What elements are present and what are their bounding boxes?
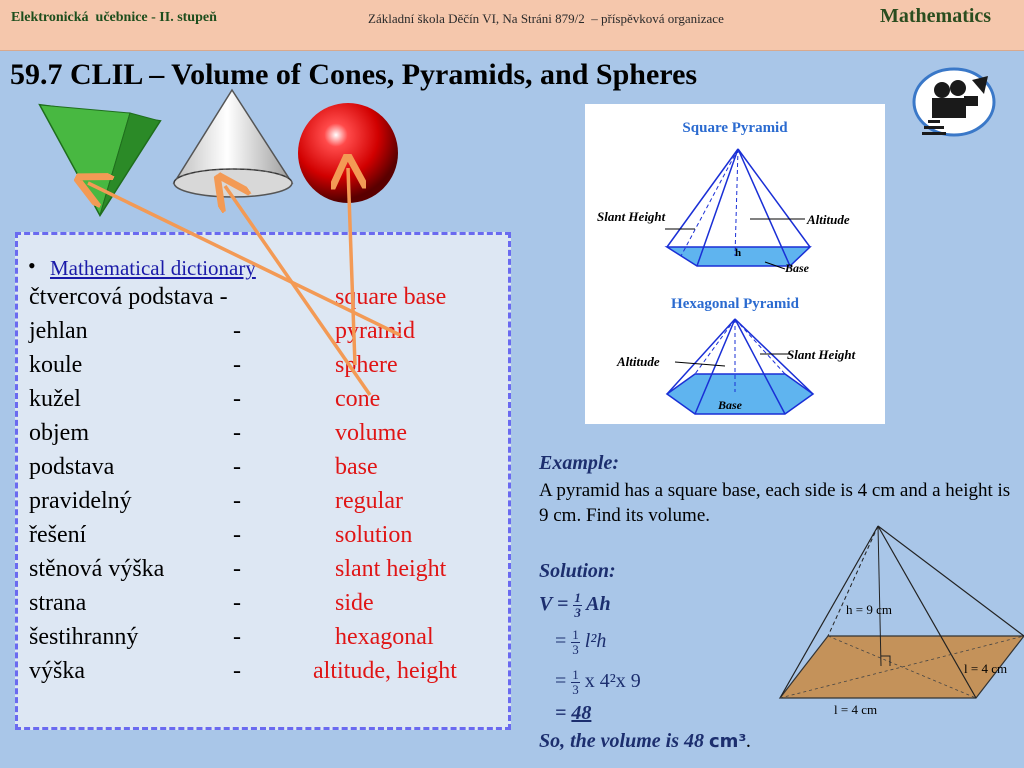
- eq-sign: =: [555, 670, 567, 693]
- dict-term-base: podstava: [29, 454, 115, 480]
- dict-term-slant-height: stěnová výška: [29, 556, 165, 582]
- hex-slant-height-label: Slant Height: [787, 347, 856, 362]
- dict-dash: -: [233, 420, 241, 446]
- dict-term-square-base: čtvercová podstava -: [29, 284, 228, 310]
- formula-lhs: V =: [539, 593, 569, 616]
- dict-translation-side: side: [335, 590, 374, 616]
- header-textbook-label: Elektronická učebnice - II. stupeň: [11, 10, 217, 25]
- dict-translation-slant-height: slant height: [335, 556, 447, 582]
- dict-translation-regular: regular: [335, 488, 403, 514]
- mathematical-dictionary-link[interactable]: Mathematical dictionary: [50, 256, 256, 280]
- dict-term-sphere: koule: [29, 352, 83, 378]
- dict-translation-volume: volume: [335, 420, 407, 446]
- formula-rhs-numeric: x 4²x 9: [584, 670, 641, 693]
- green-tetrahedron-icon: [38, 103, 162, 217]
- dict-term-regular: pravidelný: [29, 488, 132, 514]
- dict-term-hexagonal: šestihranný: [29, 624, 139, 650]
- dict-term-altitude: výška: [29, 658, 85, 684]
- result-value: 48: [571, 702, 592, 724]
- dictionary-bullet: •: [28, 253, 36, 278]
- header-subject-label: Mathematics: [880, 5, 992, 27]
- example-text: A pyramid has a square base, each side i…: [539, 480, 1011, 526]
- dict-term-volume: objem: [29, 420, 89, 446]
- height-measure-label: h = 9 cm: [846, 602, 892, 617]
- dict-translation-pyramid: pyramid: [335, 318, 415, 344]
- eq-sign: =: [555, 630, 567, 653]
- dict-translation-base: base: [335, 454, 378, 480]
- formula-rhs-l2h: l²h: [584, 630, 607, 653]
- dict-dash: -: [233, 624, 241, 650]
- dict-dash: -: [233, 658, 241, 684]
- hexagonal-pyramid-label: Hexagonal Pyramid: [671, 296, 800, 312]
- page-title: 59.7 CLIL – Volume of Cones, Pyramids, a…: [10, 58, 698, 91]
- dict-translation-cone: cone: [335, 386, 381, 412]
- slant-height-label: Slant Height: [597, 209, 666, 224]
- h-symbol-label: h: [735, 247, 741, 259]
- dict-dash: -: [233, 386, 241, 412]
- side-bottom-measure-label: l = 4 cm: [834, 702, 877, 717]
- base-label: Base: [784, 261, 810, 275]
- formula-line-4: = 48: [555, 702, 591, 725]
- dict-dash: -: [233, 488, 241, 514]
- dict-dash: -: [233, 454, 241, 480]
- dict-dash: -: [233, 318, 241, 344]
- header-school-label: Základní škola Děčín VI, Na Stráni 879/2…: [368, 11, 724, 26]
- dict-term-cone: kužel: [29, 386, 81, 412]
- dict-dash: -: [233, 522, 241, 548]
- dict-translation-sphere: sphere: [335, 352, 398, 378]
- eq-sign: =: [555, 702, 567, 724]
- dict-translation-hexagonal: hexagonal: [335, 624, 434, 650]
- white-cone-icon: [172, 88, 294, 198]
- conclusion-text: So, the volume is 48 cm³.: [539, 730, 752, 752]
- dict-term-pyramid: jehlan: [29, 318, 88, 344]
- dict-term-side: strana: [29, 590, 87, 616]
- example-pyramid-figure: h = 9 cm l = 4 cm l = 4 cm: [778, 525, 1024, 717]
- red-sphere-icon: [298, 103, 398, 203]
- hex-base-label: Base: [717, 398, 743, 412]
- dict-dash: -: [233, 352, 241, 378]
- dict-dash: -: [233, 590, 241, 616]
- dict-translation-square-base: square base: [335, 284, 447, 310]
- dict-translation-altitude: altitude, height: [313, 658, 457, 684]
- volume-unit: cm³: [709, 731, 747, 752]
- header-bar: [0, 0, 1024, 51]
- solids-illustration: [38, 88, 398, 217]
- example-heading: Example:: [539, 452, 619, 474]
- film-camera-logo-icon[interactable]: [908, 66, 1000, 138]
- solution-heading: Solution:: [539, 560, 616, 582]
- altitude-label: Altitude: [806, 212, 850, 227]
- square-pyramid-label: Square Pyramid: [682, 120, 788, 136]
- dict-dash: -: [233, 556, 241, 582]
- pyramid-diagram: Square Pyramid Slant Height Altitude Bas…: [585, 104, 885, 424]
- dict-translation-solution: solution: [335, 522, 413, 548]
- formula-rhs-ah: Ah: [586, 593, 611, 616]
- side-right-measure-label: l = 4 cm: [964, 661, 1007, 676]
- dict-term-solution: řešení: [29, 522, 87, 548]
- hex-altitude-label: Altitude: [616, 354, 660, 369]
